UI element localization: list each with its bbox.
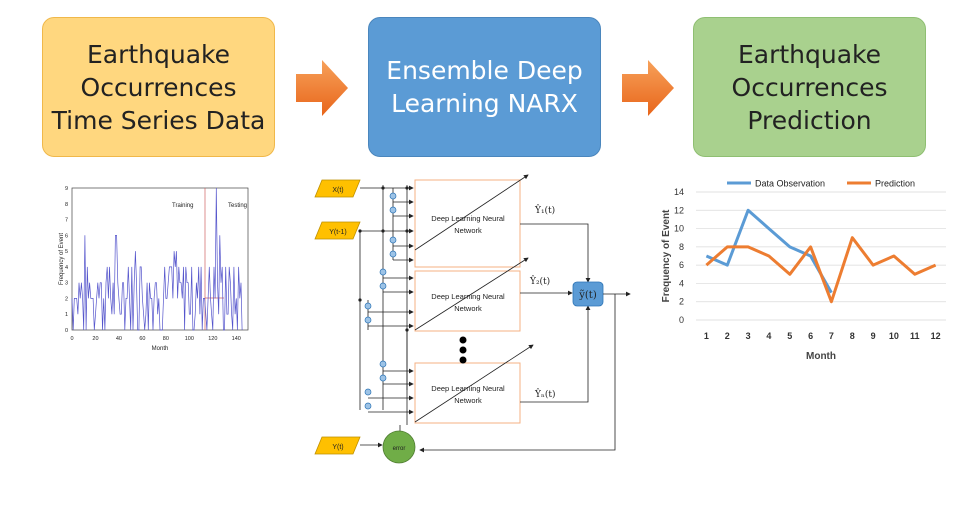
ytick-label: 14: [674, 187, 684, 197]
ts-xtick-label: 20: [92, 336, 98, 342]
ts-xtick-label: 100: [185, 336, 194, 342]
xtick-label: 8: [850, 331, 855, 341]
ts-ytick-label: 4: [65, 265, 68, 271]
ytick-label: 2: [679, 297, 684, 307]
chart-xlabel: Month: [806, 351, 836, 362]
flow-arrow-1: [296, 60, 348, 116]
xtick-label: 1: [704, 331, 709, 341]
network-2-label-a: Deep Learning Neural: [431, 292, 505, 301]
input-y-label: Y(t): [332, 444, 343, 451]
stage-ensemble-narx: Ensemble Deep Learning NARX: [368, 17, 601, 157]
network-n-label-a: Deep Learning Neural: [431, 384, 505, 393]
narx-diagram: [314, 174, 631, 464]
stage-time-series-data: Earthquake Occurrences Time Series Data: [42, 17, 275, 157]
ts-xtick-label: 60: [139, 336, 145, 342]
ts-ytick-label: 9: [65, 186, 68, 192]
ts-ytick-label: 6: [65, 233, 68, 239]
network-box-1: [414, 179, 521, 268]
input-x-shape: [314, 179, 361, 198]
ts-ytick-label: 0: [65, 328, 68, 334]
ts-ytick-label: 3: [65, 281, 68, 287]
xtick-label: 12: [931, 331, 941, 341]
legend-label-prediction: Prediction: [875, 179, 915, 189]
ytick-label: 8: [679, 242, 684, 252]
xtick-label: 10: [889, 331, 899, 341]
ts-xtick-label: 140: [232, 336, 241, 342]
network-1-label-b: Network: [454, 226, 482, 235]
legend-label-data-observation: Data Observation: [755, 179, 825, 189]
error-circle: [382, 430, 416, 464]
series-line-data-observation: [705, 208, 833, 294]
time-series-chart: 0 1 2 3 4 5 6 7 8 9 0 20 40 60 80 100 120 140 Training T…: [59, 186, 249, 352]
ytick-label: 4: [679, 278, 684, 288]
xtick-label: 5: [787, 331, 792, 341]
input-yprev-shape: [314, 221, 361, 240]
xtick-label: 4: [766, 331, 771, 341]
ts-xtick-label: 80: [163, 336, 169, 342]
ytick-label: 0: [679, 315, 684, 325]
ts-ytick-label: 1: [65, 312, 68, 318]
ytick-label: 10: [674, 224, 684, 234]
ts-ytick-label: 2: [65, 296, 68, 302]
training-label: Training: [172, 203, 193, 209]
network-1-label-a: Deep Learning Neural: [431, 214, 505, 223]
ts-xtick-label: 40: [116, 336, 122, 342]
output-1-label: Ŷ₁(t): [534, 204, 555, 216]
xtick-label: 11: [910, 331, 920, 341]
chart-ylabel: Frequency of Event: [661, 209, 672, 302]
ts-ytick-label: 5: [65, 249, 68, 255]
xtick-label: 2: [725, 331, 730, 341]
network-n-label-b: Network: [454, 396, 482, 405]
ts-ytick-label: 7: [65, 218, 68, 224]
flow-arrow-2: [622, 60, 674, 116]
series-line-prediction: [705, 236, 937, 304]
ts-ytick-label: 8: [65, 202, 68, 208]
ytick-label: 6: [679, 260, 684, 270]
ts-xlabel: Month: [152, 346, 169, 352]
time-series-line: [71, 187, 243, 331]
ts-xtick-label: 0: [70, 336, 73, 342]
xtick-label: 6: [808, 331, 813, 341]
output-2-label: Ŷ₂(t): [529, 275, 550, 287]
testing-label: Testing: [228, 203, 247, 209]
ts-xtick-label: 120: [208, 336, 217, 342]
xtick-label: 9: [871, 331, 876, 341]
error-label: error: [393, 446, 406, 452]
network-box-n: [414, 362, 521, 424]
input-y-shape: [314, 436, 361, 455]
network-2-label-b: Network: [454, 304, 482, 313]
input-yprev-label: Y(t-1): [329, 229, 347, 236]
ensemble-label: ỹ(t): [578, 290, 597, 301]
stage-prediction: Earthquake Occurrences Prediction: [693, 17, 926, 157]
xtick-label: 3: [746, 331, 751, 341]
network-box-2: [414, 270, 521, 332]
ts-ylabel: Frequency of Event: [59, 233, 65, 285]
output-n-label: Ŷₙ(t): [534, 388, 555, 400]
input-x-label: X(t): [332, 187, 343, 194]
xtick-label: 7: [829, 331, 834, 341]
ytick-label: 12: [674, 205, 684, 215]
